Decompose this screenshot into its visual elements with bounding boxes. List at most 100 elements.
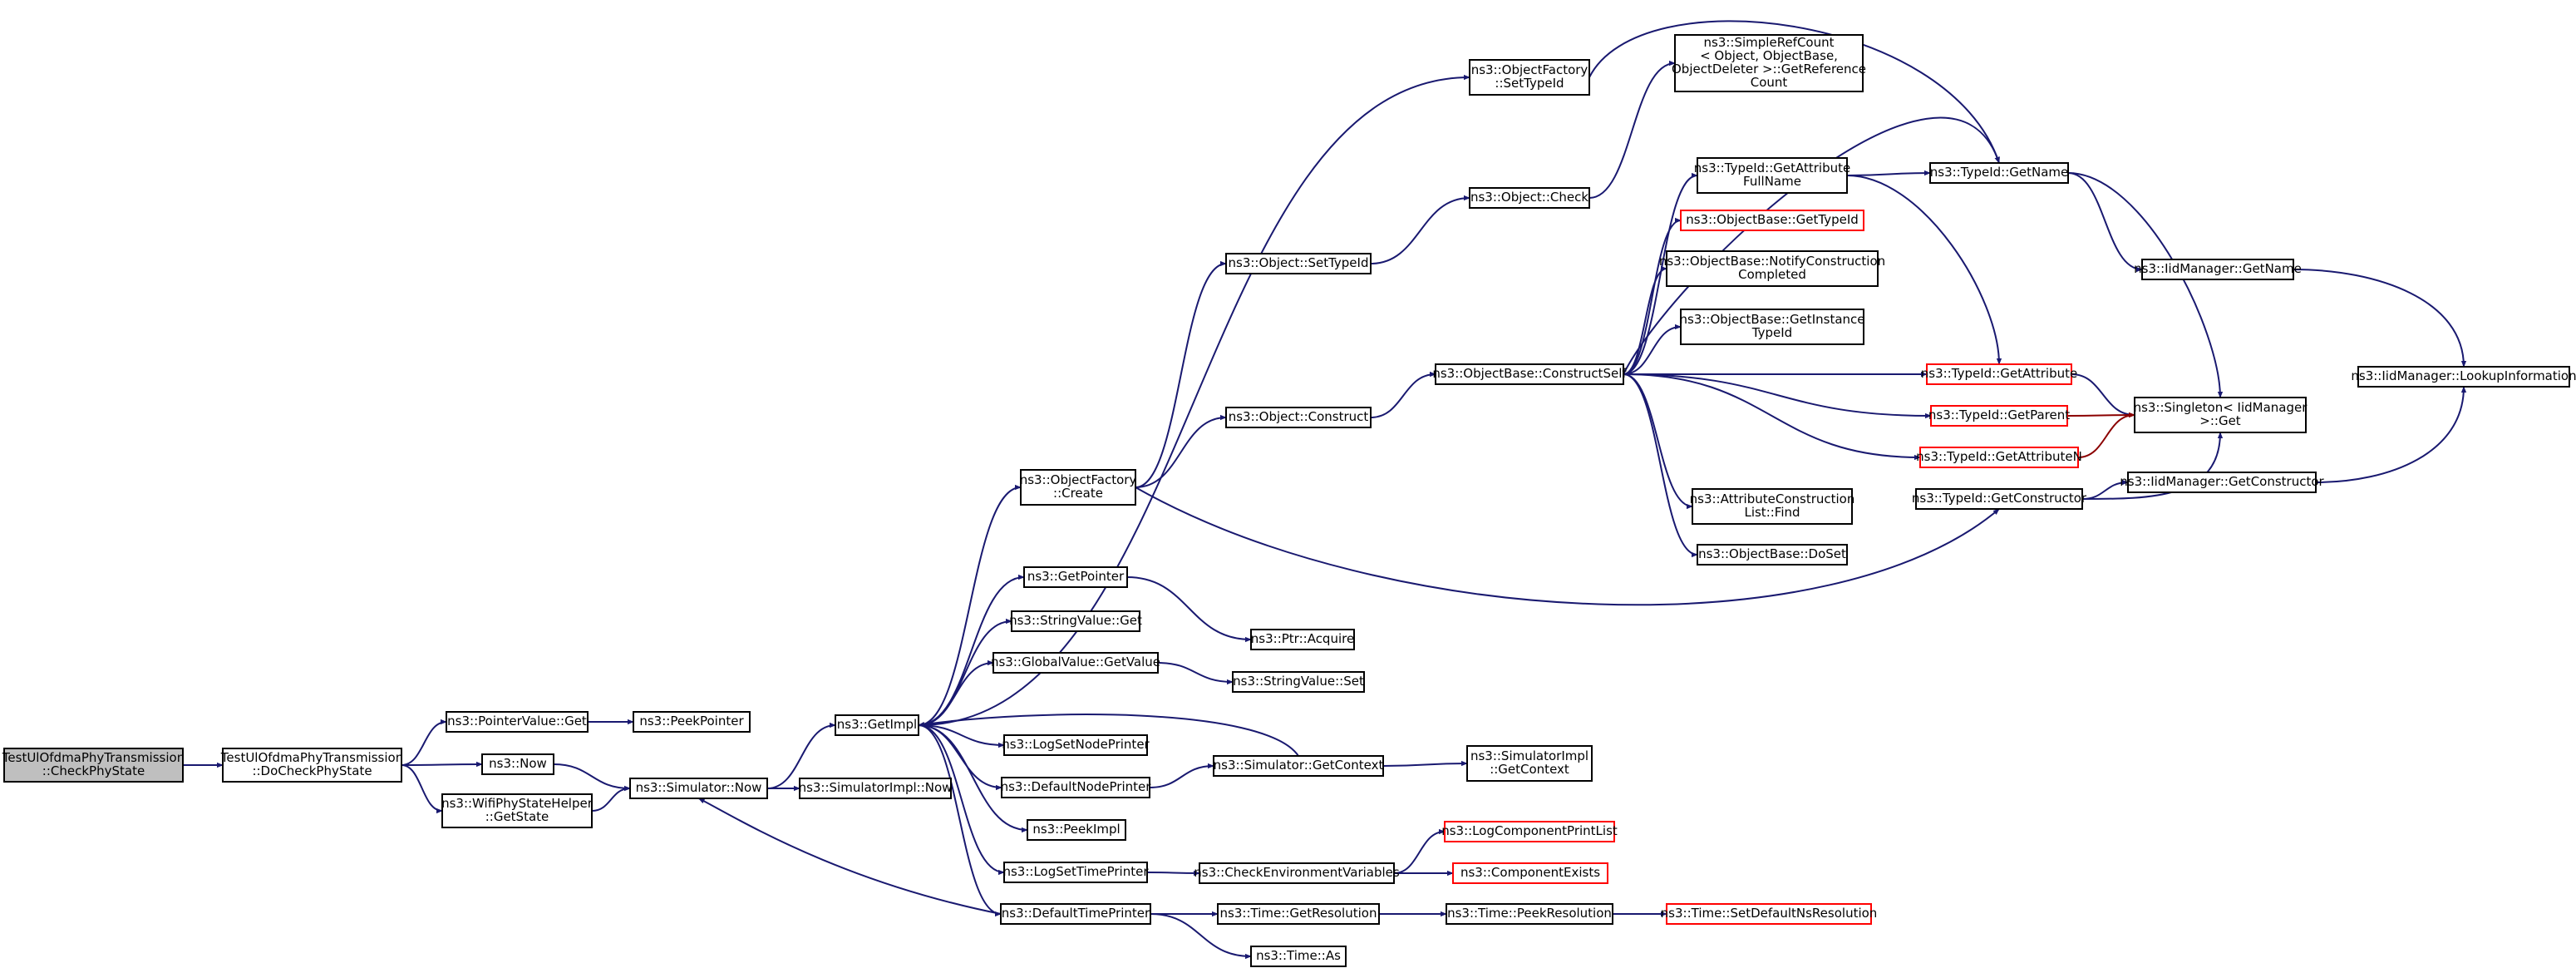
node-defnode[interactable]: ns3::DefaultNodePrinter xyxy=(1001,777,1152,798)
node-label: ns3::Object::Check xyxy=(1470,190,1588,205)
node-label: ns3::Object::Construct xyxy=(1229,409,1369,424)
node-deftime[interactable]: ns3::DefaultTimePrinter xyxy=(1000,903,1151,925)
call-edge-ofcreate-to-tidgetctor xyxy=(1135,486,2000,606)
call-edge-tidgetctor-to-iidgetctor xyxy=(2081,479,2129,500)
node-ofcreate[interactable]: ns3::ObjectFactory::Create xyxy=(1020,469,1137,506)
node-box xyxy=(1250,946,1347,967)
node-box xyxy=(1680,309,1864,345)
node-objsettypeid[interactable]: ns3::Object::SetTypeId xyxy=(1225,253,1372,274)
node-pvget[interactable]: ns3::PointerValue::Get xyxy=(446,711,589,733)
node-setdefns[interactable]: ns3::Time::SetDefaultNsResolution xyxy=(1661,903,1878,925)
call-edge-constructself-to-attrconstfind xyxy=(1623,373,1693,510)
node-label: ns3::ObjectBase::DoSet xyxy=(1698,546,1846,561)
node-simimplgetctx[interactable]: ns3::SimulatorImpl::GetContext xyxy=(1466,745,1593,782)
node-tidgetparent[interactable]: ns3::TypeId::GetParent xyxy=(1928,405,2070,427)
node-tidgetattrn[interactable]: ns3::TypeId::GetAttributeN xyxy=(1916,447,2082,468)
call-edge-ofsettypeid-to-tidgetname xyxy=(1588,20,2000,164)
node-label: >::Get xyxy=(2199,413,2241,428)
node-box xyxy=(1003,734,1148,756)
call-edge-iidgetname-to-iidlookup xyxy=(2293,269,2467,368)
node-box xyxy=(1225,407,1372,428)
node-box xyxy=(1027,819,1126,841)
node-constructself[interactable]: ns3::ObjectBase::ConstructSelf xyxy=(1432,363,1627,385)
node-doset[interactable]: ns3::ObjectBase::DoSet xyxy=(1697,544,1848,566)
node-label: Count xyxy=(1751,75,1788,90)
node-timegetres[interactable]: ns3::Time::GetResolution xyxy=(1217,903,1380,925)
node-simimplnow[interactable]: ns3::SimulatorImpl::Now xyxy=(799,778,953,799)
call-edge-tidgetname-to-singleton xyxy=(2067,172,2224,398)
node-box xyxy=(1666,903,1872,925)
call-edge-getimpl-to-logsettime xyxy=(918,724,1005,876)
node-logsettime[interactable]: ns3::LogSetTimePrinter xyxy=(1002,862,1149,883)
node-logsetnode[interactable]: ns3::LogSetNodePrinter xyxy=(1002,734,1150,756)
call-edge-defnode-to-simgetctx xyxy=(1149,763,1214,788)
node-timepeekres[interactable]: ns3::Time::PeekResolution xyxy=(1446,903,1613,925)
node-compexists[interactable]: ns3::ComponentExists xyxy=(1452,862,1608,884)
node-objconstruct[interactable]: ns3::Object::Construct xyxy=(1225,407,1372,428)
node-label: ns3::ObjectBase::ConstructSelf xyxy=(1432,366,1627,381)
node-objcheck[interactable]: ns3::Object::Check xyxy=(1469,187,1590,209)
node-tidgetattr[interactable]: ns3::TypeId::GetAttribute xyxy=(1921,363,2077,385)
call-edge-deftime-to-simnow xyxy=(697,798,1002,915)
node-timeas[interactable]: ns3::Time::As xyxy=(1250,946,1347,967)
node-singleton[interactable]: ns3::Singleton< IidManager>::Get xyxy=(2134,397,2308,433)
node-gvgetvalue[interactable]: ns3::GlobalValue::GetValue xyxy=(991,652,1160,674)
node-box xyxy=(1003,862,1148,883)
node-simplerefcount[interactable]: ns3::SimpleRefCount< Object, ObjectBase,… xyxy=(1672,34,1866,92)
node-box xyxy=(633,711,751,733)
node-checkenv[interactable]: ns3::CheckEnvironmentVariables xyxy=(1194,862,1400,884)
node-label: ::SetTypeId xyxy=(1495,76,1564,91)
node-peekptr[interactable]: ns3::PeekPointer xyxy=(633,711,751,733)
node-label: ::Create xyxy=(1053,486,1103,501)
node-iidgetctor[interactable]: ns3::IidManager::GetConstructor xyxy=(2120,472,2325,493)
node-label: ::GetState xyxy=(485,809,549,824)
node-box xyxy=(629,778,768,799)
node-label: ns3::TypeId::GetConstructor xyxy=(1912,491,2087,506)
node-now[interactable]: ns3::Now xyxy=(481,753,554,775)
node-obgettypeid[interactable]: ns3::ObjectBase::GetTypeId xyxy=(1680,210,1864,231)
node-label: ns3::IidManager::GetName xyxy=(2134,261,2302,276)
node-simgetctx[interactable]: ns3::Simulator::GetContext xyxy=(1213,755,1384,777)
node-label: ns3::ComponentExists xyxy=(1460,865,1600,880)
node-notifyconst[interactable]: ns3::ObjectBase::NotifyConstructionCompl… xyxy=(1659,250,1885,287)
node-getimpl[interactable]: ns3::GetImpl xyxy=(835,714,919,736)
node-ptracquire[interactable]: ns3::Ptr::Acquire xyxy=(1250,629,1355,650)
node-docheck[interactable]: TestUlOfdmaPhyTransmission::DoCheckPhySt… xyxy=(220,748,403,783)
node-box xyxy=(441,793,593,828)
node-logcomp[interactable]: ns3::LogComponentPrintList xyxy=(1441,821,1618,842)
node-label: ns3::DefaultNodePrinter xyxy=(1001,779,1152,794)
node-box xyxy=(3,748,184,783)
call-edge-tidgetname-to-iidgetname xyxy=(2067,172,2143,273)
node-wifistate[interactable]: ns3::WifiPhyStateHelper::GetState xyxy=(441,793,594,828)
node-tidgetname[interactable]: ns3::TypeId::GetName xyxy=(1929,162,2069,184)
node-box xyxy=(1011,610,1140,632)
node-box xyxy=(1444,821,1615,842)
node-strset[interactable]: ns3::StringValue::Set xyxy=(1232,671,1365,693)
node-getpointer[interactable]: ns3::GetPointer xyxy=(1023,566,1128,588)
node-label: ns3::ObjectBase::GetInstance xyxy=(1680,312,1865,327)
node-simnow[interactable]: ns3::Simulator::Now xyxy=(629,778,768,799)
node-iidlookup[interactable]: ns3::IidManager::LookupInformation xyxy=(2351,366,2576,388)
node-box xyxy=(1199,862,1395,884)
node-label: ns3::TypeId::GetAttribute xyxy=(1694,161,1850,175)
node-box xyxy=(1926,363,2072,385)
node-ofsettypeid[interactable]: ns3::ObjectFactory::SetTypeId xyxy=(1469,59,1590,96)
call-edge-ofcreate-to-objconstruct xyxy=(1135,414,1227,488)
node-box xyxy=(1446,903,1613,925)
node-strget[interactable]: ns3::StringValue::Get xyxy=(1009,610,1142,632)
node-box xyxy=(1697,544,1848,566)
node-label: ns3::GlobalValue::GetValue xyxy=(991,654,1160,669)
node-label: ::GetContext xyxy=(1490,762,1569,777)
node-peekimpl[interactable]: ns3::PeekImpl xyxy=(1027,819,1126,841)
node-iidgetname[interactable]: ns3::IidManager::GetName xyxy=(2134,259,2302,280)
node-label: ns3::Object::SetTypeId xyxy=(1229,255,1369,270)
node-tidgetctor[interactable]: ns3::TypeId::GetConstructor xyxy=(1912,488,2087,510)
node-label: ns3::Simulator::Now xyxy=(636,780,762,795)
node-root: TestUlOfdmaPhyTransmission::CheckPhyStat… xyxy=(2,748,185,783)
node-box xyxy=(1000,903,1151,925)
call-edge-now-to-simnow xyxy=(553,763,631,792)
